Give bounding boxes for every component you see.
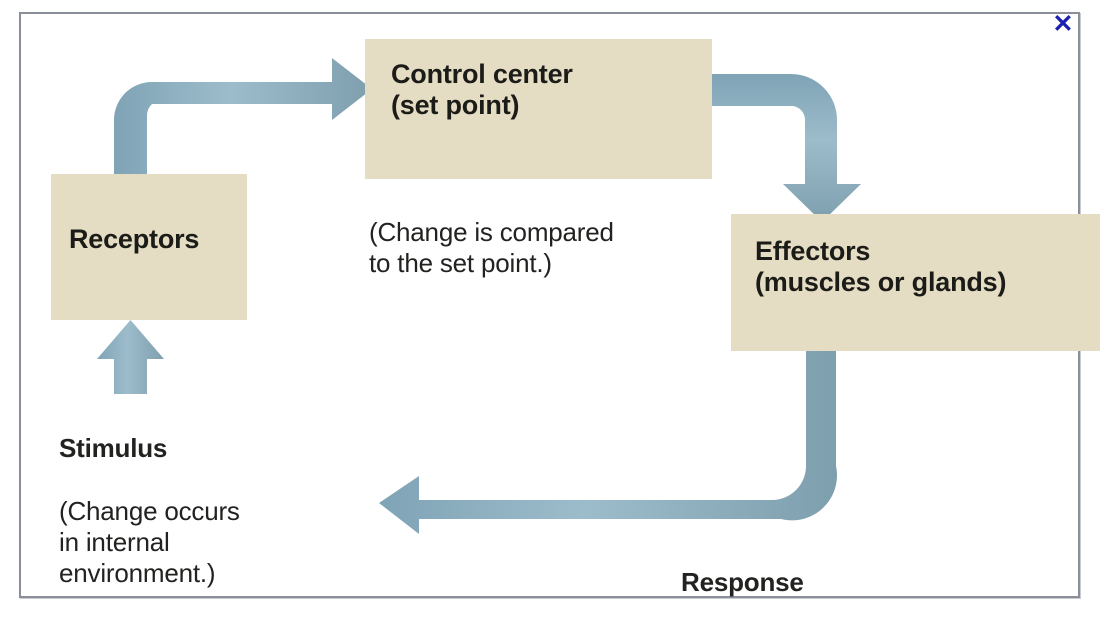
node-box-effectors: Effectors (muscles or glands) (731, 214, 1100, 351)
diagram-frame: Receptors Control center (set point) Eff… (19, 12, 1100, 598)
arrow-control-center-to-effectors (712, 74, 861, 222)
caption-control-center-note: (Change is compared to the set point.) (369, 186, 614, 280)
caption-stimulus: Stimulus (Change occurs in internal envi… (59, 402, 240, 589)
close-icon[interactable]: ✕ (1052, 9, 1074, 38)
arrow-stimulus-to-receptors (97, 320, 164, 394)
caption-response: Response (Change is corrected.) (681, 536, 934, 620)
node-label-effectors: Effectors (muscles or glands) (755, 236, 1007, 298)
caption-control-center-body: (Change is compared to the set point.) (369, 217, 614, 279)
arrow-receptors-to-control-center (114, 58, 372, 174)
node-label-receptors: Receptors (69, 224, 200, 254)
node-box-receptors: Receptors (51, 174, 247, 320)
arrow-effectors-to-response (379, 351, 837, 534)
caption-stimulus-title: Stimulus (59, 433, 168, 464)
caption-stimulus-body: (Change occurs in internal environment.) (59, 495, 240, 588)
node-label-control-center: Control center (set point) (391, 59, 573, 121)
node-box-control-center: Control center (set point) (365, 39, 712, 179)
caption-response-title: Response (681, 567, 804, 598)
